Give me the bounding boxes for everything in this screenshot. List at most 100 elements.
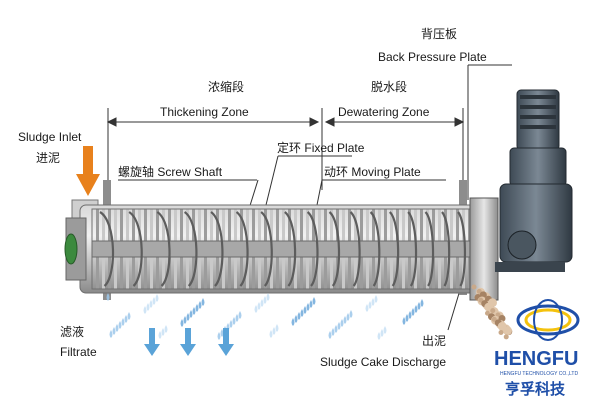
- dewatering-label-en: Dewatering Zone: [338, 105, 430, 119]
- filtrate-drop: [217, 332, 221, 340]
- filtrate-drop: [297, 312, 301, 320]
- filtrate-droplets: [106, 293, 424, 340]
- fixed-plate-label: 定环 Fixed Plate: [277, 141, 365, 155]
- cake-particle: [485, 310, 490, 316]
- filtrate-drop: [411, 308, 415, 316]
- screw-flight: [457, 211, 467, 287]
- screw-flight: [441, 211, 451, 287]
- filtrate-drop: [337, 322, 341, 330]
- filtrate-drop: [164, 325, 168, 333]
- filtrate-drop: [180, 319, 184, 327]
- filtrate-drop: [269, 330, 273, 338]
- filtrate-arrows: [144, 328, 234, 356]
- cake-particle: [476, 288, 482, 294]
- filtrate-drop: [377, 332, 381, 340]
- filtrate-drop: [340, 319, 344, 327]
- cake-particle: [503, 326, 512, 336]
- filtrate-drop: [201, 298, 205, 306]
- screw-flight: [349, 211, 361, 287]
- filtrate-drop: [192, 307, 196, 315]
- filtrate-drop: [124, 315, 128, 323]
- dewatering-label-cn: 脱水段: [371, 80, 408, 94]
- filtrate-drop: [306, 303, 310, 311]
- filtrate-drop: [235, 314, 239, 322]
- screw-flight: [306, 211, 319, 287]
- green-bearing: [64, 233, 78, 265]
- filtrate-drop: [328, 331, 332, 339]
- filtrate-drop: [272, 327, 276, 335]
- cake-particle: [478, 297, 484, 303]
- sludge-inlet-label-en: Sludge Inlet: [18, 130, 82, 144]
- sludge-inlet-label-cn: 进泥: [36, 151, 61, 165]
- sludge-cake-pile: [471, 284, 513, 340]
- cake-particle: [498, 330, 504, 335]
- cake-particle: [491, 316, 497, 322]
- screw-flight: [183, 211, 198, 287]
- back-pressure-label-en: Back Pressure Plate: [378, 50, 487, 64]
- filtrate-drop: [420, 299, 424, 307]
- gear-motor: [495, 89, 573, 272]
- thickening-label-cn: 浓缩段: [208, 80, 245, 94]
- logo-brand: HENGFU: [494, 348, 579, 370]
- filtrate-drop: [152, 297, 156, 305]
- filtrate-drop: [149, 300, 153, 308]
- filtrate-drop: [232, 317, 236, 325]
- filtrate-drop: [143, 306, 147, 314]
- filtrate-drop: [374, 295, 378, 303]
- back-pressure-plate: [469, 197, 499, 301]
- filtrate-drop: [417, 302, 421, 310]
- filtrate-drop: [118, 321, 122, 329]
- cake-discharge-label-cn: 出泥: [422, 334, 447, 348]
- filtrate-drop: [115, 324, 119, 332]
- screw-flight: [424, 211, 435, 287]
- filtrate-drop: [198, 301, 202, 309]
- filtrate-drop: [309, 300, 313, 308]
- cake-particle: [471, 284, 477, 290]
- filtrate-arrow: [144, 328, 160, 356]
- screw-flight: [388, 211, 400, 287]
- cake-discharge-label-en: Sludge Cake Discharge: [320, 355, 447, 369]
- screw-flight: [407, 211, 418, 287]
- filtrate-drop: [146, 303, 150, 311]
- filtrate-drop: [300, 309, 304, 317]
- filtrate-drop: [365, 304, 369, 312]
- screw-flight: [235, 211, 249, 287]
- filtrate-drop: [127, 312, 131, 320]
- cake-particle: [490, 308, 496, 314]
- filtrate-drop: [121, 318, 125, 326]
- filtrate-drop: [349, 310, 353, 318]
- filtrate-drop: [334, 325, 338, 333]
- logo-cn-name: 亨孚科技: [505, 381, 566, 398]
- filtrate-drop: [343, 316, 347, 324]
- filtrate-drop: [371, 298, 375, 306]
- filtrate-drop: [189, 310, 193, 318]
- moving-plate-label: 动环 Moving Plate: [324, 165, 421, 179]
- filtrate-drop: [161, 328, 165, 336]
- screw-flight: [260, 211, 273, 287]
- filtrate-label-en: Filtrate: [60, 345, 97, 359]
- screw-flight: [328, 211, 341, 287]
- filtrate-drop: [402, 317, 406, 325]
- filtrate-drop: [238, 311, 242, 319]
- filtrate-drop: [405, 314, 409, 322]
- filtrate-drop: [266, 293, 270, 301]
- screw-flights: [99, 211, 467, 287]
- cake-particle: [503, 334, 509, 340]
- filtrate-drop: [380, 329, 384, 337]
- filtrate-drop: [260, 299, 264, 307]
- filtrate-drop: [254, 305, 258, 313]
- screw-flight: [369, 211, 381, 287]
- filtrate-drop: [408, 311, 412, 319]
- filtrate-drop: [383, 326, 387, 334]
- filtrate-drop: [368, 301, 372, 309]
- filtrate-drop: [303, 306, 307, 314]
- filtrate-drop: [183, 316, 187, 324]
- screw-flight: [99, 211, 115, 287]
- filtrate-drop: [275, 324, 279, 332]
- filtrate-drop: [186, 313, 190, 321]
- filtrate-drop: [229, 320, 233, 328]
- filtrate-drop: [257, 302, 261, 310]
- filtrate-drop: [195, 304, 199, 312]
- filtrate-drop: [158, 331, 162, 339]
- filtrate-drop: [112, 327, 116, 335]
